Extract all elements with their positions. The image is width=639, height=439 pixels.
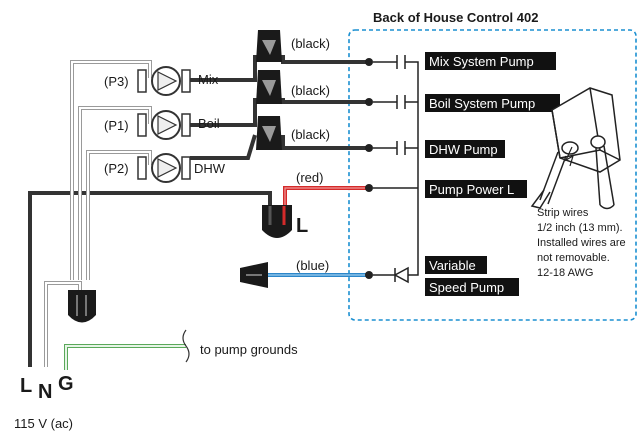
terminal-label-mix: Mix System Pump [425,52,556,70]
control-panel-box [348,29,637,321]
wire-label-black: (black) [291,83,330,98]
pump-code-mix: (P3) [104,74,129,89]
black-wire-nut-icon [256,70,282,104]
svg-text:Variable: Variable [429,258,476,273]
pump-name-dhw: DHW [194,161,226,176]
pump-code-boil: (P1) [104,118,129,133]
relay-contact-icon [373,55,419,240]
svg-text:Speed Pump: Speed Pump [429,280,504,295]
svg-text:Boil System Pump: Boil System Pump [429,96,535,111]
black-wire-nut-icon [256,30,282,62]
line-wire-nut-icon [262,205,292,238]
supply-G-label: G [58,373,74,395]
line-connector-label: L [296,215,308,237]
black-wire-boil [190,98,257,127]
supply-N-label: N [38,381,52,403]
black-wire-dhw [190,134,257,160]
pump-name-mix: Mix [198,72,219,87]
svg-text:Pump Power L: Pump Power L [429,182,514,197]
relay-contact-icon [373,141,418,155]
terminal-label-power: Pump Power L [425,180,527,198]
terminal-dots [365,58,373,279]
pump-name-boil: Boil [198,116,220,131]
pump-code-dhw: (P2) [104,161,129,176]
strip-wire-note: Strip wires 1/2 inch (13 mm). Installed … [537,207,626,279]
terminal-label-variable-speed: Variable Speed Pump [425,256,519,296]
svg-text:Installed wires are: Installed wires are [537,237,626,249]
pump-icon [137,66,191,96]
control-panel-title: Back of House Control 402 [373,10,538,25]
svg-text:not removable.: not removable. [537,252,610,264]
black-wire-nut-icon [256,116,282,150]
line-wire-L [28,191,272,367]
neutral-wire-nut-icon [68,290,96,323]
terminal-block-illustration [530,87,621,210]
svg-text:Mix System Pump: Mix System Pump [429,54,534,69]
ground-wire-G [64,344,186,370]
wire-label-black: (black) [291,36,330,51]
ground-note: to pump grounds [200,342,298,357]
terminal-label-boil: Boil System Pump [425,94,560,112]
relay-contact-icon [373,95,418,109]
wire-label-blue: (blue) [296,258,329,273]
terminal-label-dhw: DHW Pump [425,140,505,158]
wire-label-red: (red) [296,170,323,185]
black-wire-mix [190,55,257,82]
svg-text:1/2 inch (13 mm).: 1/2 inch (13 mm). [537,222,623,234]
svg-text:Strip wires: Strip wires [537,207,589,219]
red-wire [283,186,368,210]
svg-text:DHW Pump: DHW Pump [429,142,498,157]
blue-wire-nut-icon [240,262,268,288]
supply-voltage-label: 115 V (ac) [14,416,73,431]
triac-icon [373,240,419,284]
supply-L-label: L [20,375,32,397]
ground-brace [182,329,190,363]
svg-text:12-18 AWG: 12-18 AWG [537,267,593,279]
wire-label-black: (black) [291,127,330,142]
pump-icon [137,110,191,140]
pump-icon [137,153,191,183]
